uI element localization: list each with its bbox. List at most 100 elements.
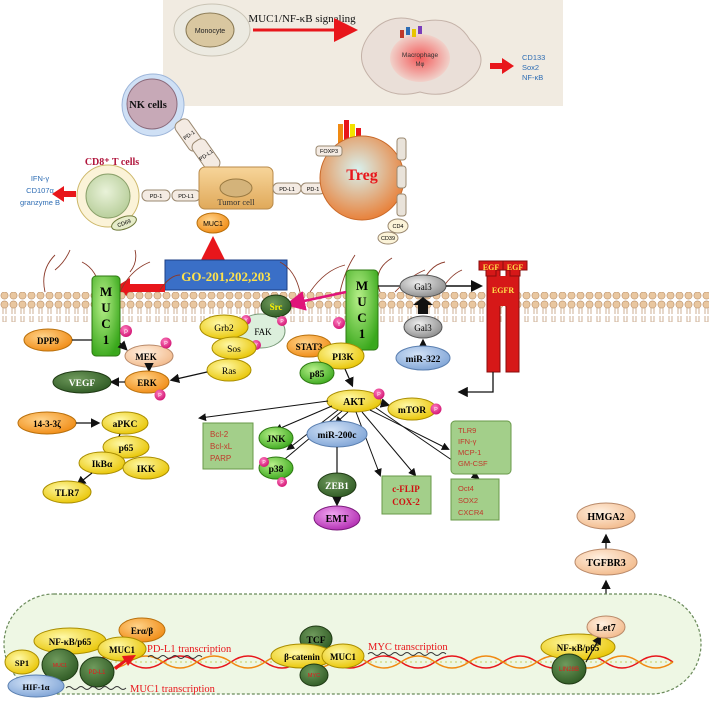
gal3-bottom-label: Gal3	[414, 323, 432, 333]
drug-box	[164, 259, 288, 291]
p85-node	[299, 361, 335, 385]
gal3-up-arrow	[413, 297, 433, 314]
pi3k-to-akt-arrow	[344, 368, 354, 388]
gal3-top-label: Gal3	[414, 282, 432, 292]
hif-node	[7, 674, 65, 698]
p38-phospho-1	[259, 457, 269, 467]
cd8-t-cell: CD8⁺ T cells CD69 IFN-γ CD107α granzyme …	[20, 157, 140, 231]
muc1-center: M U C 1 Y	[333, 269, 379, 351]
muc1-transcript-squiggle	[65, 686, 127, 690]
ras-label: Ras	[222, 367, 237, 377]
mir322-node	[395, 345, 451, 371]
treg-pdl1-label: PD-L1	[279, 187, 295, 193]
egf-label-1: EGF	[483, 263, 500, 272]
monocyte-label: Monocyte	[195, 28, 225, 35]
macrophage-output-2: Sox2	[522, 63, 539, 72]
cflip-box	[381, 475, 432, 515]
ikk-label: IKK	[137, 465, 156, 475]
erk-phospho	[154, 389, 166, 401]
cd8-output-arrow	[52, 186, 76, 202]
nucleus-pdl1-gene: PD-L1	[88, 670, 106, 676]
emt-node	[313, 505, 361, 531]
jnk-label: JNK	[267, 435, 287, 445]
muc1-small-label: MUC1	[53, 663, 67, 669]
drug-label: GO-201,202,203	[181, 269, 271, 284]
nfkb-right-label: NF-κB/p65	[557, 643, 600, 653]
cflip-item-1: c-FLIP	[392, 484, 420, 494]
muc1-transcription-label: MUC1 transcription	[130, 684, 216, 695]
muc1-left-phospho-label: P	[124, 330, 128, 336]
nfkb-label: NF-κB/p65	[49, 637, 92, 647]
hif-label: HIF-1α	[23, 682, 50, 692]
muc1-center-label-4: 1	[359, 326, 366, 341]
muc1-center-label-3: C	[357, 310, 366, 325]
cd69-label: CD69	[117, 219, 132, 229]
akt-to-mtor-arrow	[379, 398, 391, 408]
p65-node	[102, 435, 150, 459]
ikk-node	[122, 456, 170, 480]
myc-gene-label: MYC	[308, 673, 320, 679]
muc1-left-label-4: 1	[103, 332, 110, 347]
cd8-tumor-receptors: PD-1 PD-L1	[141, 189, 201, 202]
ikba-to-tlr7-arrow	[76, 472, 93, 486]
oct-item-1: Oct4	[458, 484, 474, 493]
muc1-to-mek-arrow	[117, 340, 128, 351]
zeb1-label: ZEB1	[325, 482, 349, 492]
tumor-muc1	[196, 212, 230, 234]
oct-box	[450, 478, 500, 521]
muc1-center-label-1: M	[356, 278, 368, 293]
muc1-center-phospho-label: Y	[337, 322, 341, 328]
vegf-node	[52, 370, 112, 394]
tgfbr3-node	[574, 548, 638, 576]
src-label: Src	[270, 302, 283, 312]
tgfbr3-label: TGFBR3	[586, 558, 625, 569]
cd69-receptor	[111, 215, 137, 231]
ikba-label: IkBα	[92, 460, 113, 470]
tlr9-item-4: GM-CSF	[458, 459, 488, 468]
src-node	[260, 294, 292, 318]
cd4-label: CD4	[392, 224, 403, 230]
grb2-label: Grb2	[214, 324, 234, 334]
apkc-label: aPKC	[113, 420, 138, 430]
foxp3-label: FOXP3	[320, 149, 338, 155]
src-phospho-label: P	[280, 319, 284, 325]
signaling-label: MUC1/NF-κB signaling	[248, 13, 356, 25]
cd39-label: CD39	[381, 236, 395, 242]
treg-cell: Treg FOXP3 CD4 CD39	[315, 120, 409, 245]
mir200c-label: miR-200c	[317, 431, 356, 441]
nk-tumor-receptors: PD-1 PD-L1	[174, 118, 221, 172]
treg-tumor-receptors: PD-L1 PD-1	[272, 182, 326, 195]
myc-node	[299, 663, 329, 687]
cd8-output-2: CD107α	[26, 186, 54, 195]
pi3k-label: PI3K	[332, 353, 354, 363]
treg-label: Treg	[346, 167, 377, 184]
gal3-bottom-node	[403, 315, 443, 339]
cflip-item-2: COX-2	[392, 497, 420, 507]
fak-phospho-top-label: Y	[244, 318, 248, 324]
nk-cell-label: NK cells	[129, 100, 167, 111]
egfr-label: EGFR	[492, 286, 514, 295]
sp1-label: SP1	[15, 658, 29, 668]
bcl-item-1: Bcl-2	[210, 430, 229, 439]
ctla4-receptors	[396, 137, 407, 217]
mek-phospho-label: P	[164, 341, 168, 347]
fak-phospho-bottom-label: Y	[254, 343, 258, 349]
tcf-label: TCF	[307, 636, 326, 646]
stat3-label: STAT3	[296, 342, 323, 352]
bcl-item-2: Bcl-xL	[210, 442, 233, 451]
nucleus	[3, 593, 702, 695]
sos-label: Sos	[227, 345, 241, 355]
macrophage-output-1: CD133	[522, 53, 545, 62]
muc1-left-label-3: C	[101, 316, 110, 331]
cd8-output-1: IFN-γ	[31, 174, 50, 183]
tlr9-box	[450, 420, 512, 475]
jnk-node	[258, 426, 294, 450]
p65-label: p65	[119, 444, 134, 454]
pi3k-node	[317, 342, 365, 370]
nk-cell: NK cells	[121, 73, 185, 137]
nucleus-muc1-mid-node	[321, 643, 365, 669]
cd8-pd1-label: PD-1	[150, 194, 163, 200]
macrophage-label: Macrophage	[402, 52, 439, 59]
fak-label: FAK	[254, 327, 272, 337]
macrophage-output-arrow	[490, 58, 514, 74]
